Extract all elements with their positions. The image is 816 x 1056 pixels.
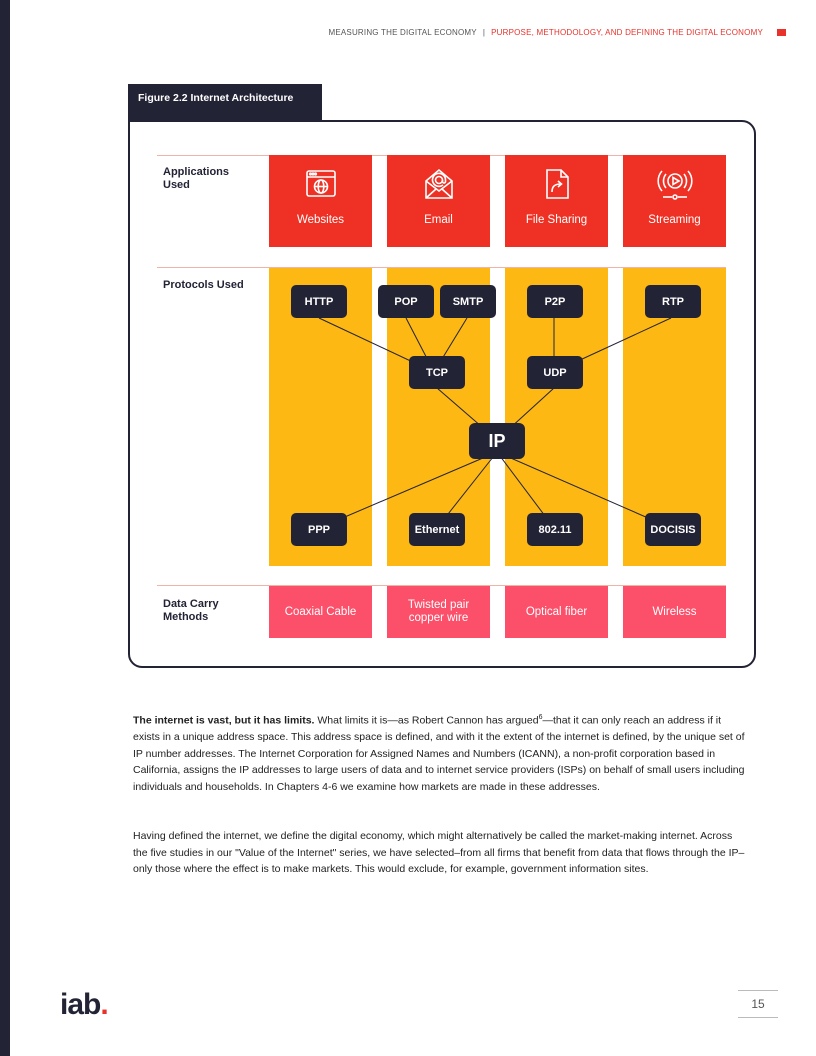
carry-wireless: Wireless [623, 586, 726, 638]
header-square-icon [777, 29, 786, 36]
footnote-ref[interactable]: 6 [538, 714, 543, 721]
paragraph-text: —that it can only reach an address if it… [133, 714, 745, 793]
iab-logo: iab. [60, 988, 109, 1022]
streaming-icon [656, 170, 693, 200]
row-label-carry: Data Carry Methods [163, 598, 219, 623]
node-docsis: DOCISIS [645, 513, 701, 546]
logo-dot: . [100, 988, 108, 1021]
body-paragraph-1: The internet is vast, but it has limits.… [133, 710, 745, 795]
header-title: MEASURING THE DIGITAL ECONOMY [328, 28, 477, 37]
paragraph-text: What limits it is—as Robert Cannon has a… [314, 714, 539, 727]
running-header: MEASURING THE DIGITAL ECONOMY | PURPOSE,… [328, 28, 786, 37]
row-label-applications: Applications Used [163, 166, 230, 191]
app-label: Streaming [648, 214, 701, 226]
app-label: File Sharing [525, 214, 588, 226]
file-share-icon [545, 169, 569, 199]
carry-optical: Optical fiber [505, 586, 608, 638]
left-accent-bar [0, 0, 10, 1056]
carry-coaxial: Coaxial Cable [269, 586, 372, 638]
envelope-at-icon [424, 168, 453, 199]
node-http: HTTP [291, 285, 347, 318]
node-p2p: P2P [527, 285, 583, 318]
node-ppp: PPP [291, 513, 347, 546]
page-number: 15 [738, 990, 778, 1018]
app-label: Websites [296, 214, 345, 226]
app-label: Email [424, 214, 453, 226]
node-tcp: TCP [409, 356, 465, 389]
node-rtp: RTP [645, 285, 701, 318]
row-divider-carry [157, 585, 726, 586]
carry-twisted-pair: Twisted pair copper wire [387, 586, 490, 638]
node-smtp: SMTP [440, 285, 496, 318]
body-paragraph-2: Having defined the internet, we define t… [133, 830, 745, 875]
app-file-sharing: File Sharing [505, 155, 608, 247]
header-separator: | [482, 28, 486, 37]
app-email: Email [387, 155, 490, 247]
app-websites: Websites [269, 155, 372, 247]
browser-globe-icon [305, 170, 336, 197]
app-streaming: Streaming [623, 155, 726, 247]
row-label-protocols: Protocols Used [163, 279, 244, 291]
node-80211: 802.11 [527, 513, 583, 546]
node-pop: POP [378, 285, 434, 318]
paragraph-lead: The internet is vast, but it has limits. [133, 714, 315, 727]
node-ethernet: Ethernet [409, 513, 465, 546]
header-section: PURPOSE, METHODOLOGY, AND DEFINING THE D… [491, 28, 763, 37]
logo-text: iab [60, 988, 101, 1021]
row-divider-protocols [157, 267, 726, 268]
figure-frame [128, 120, 756, 668]
figure-title: Figure 2.2 Internet Architecture [128, 84, 322, 122]
node-udp: UDP [527, 356, 583, 389]
node-ip: IP [469, 423, 525, 459]
